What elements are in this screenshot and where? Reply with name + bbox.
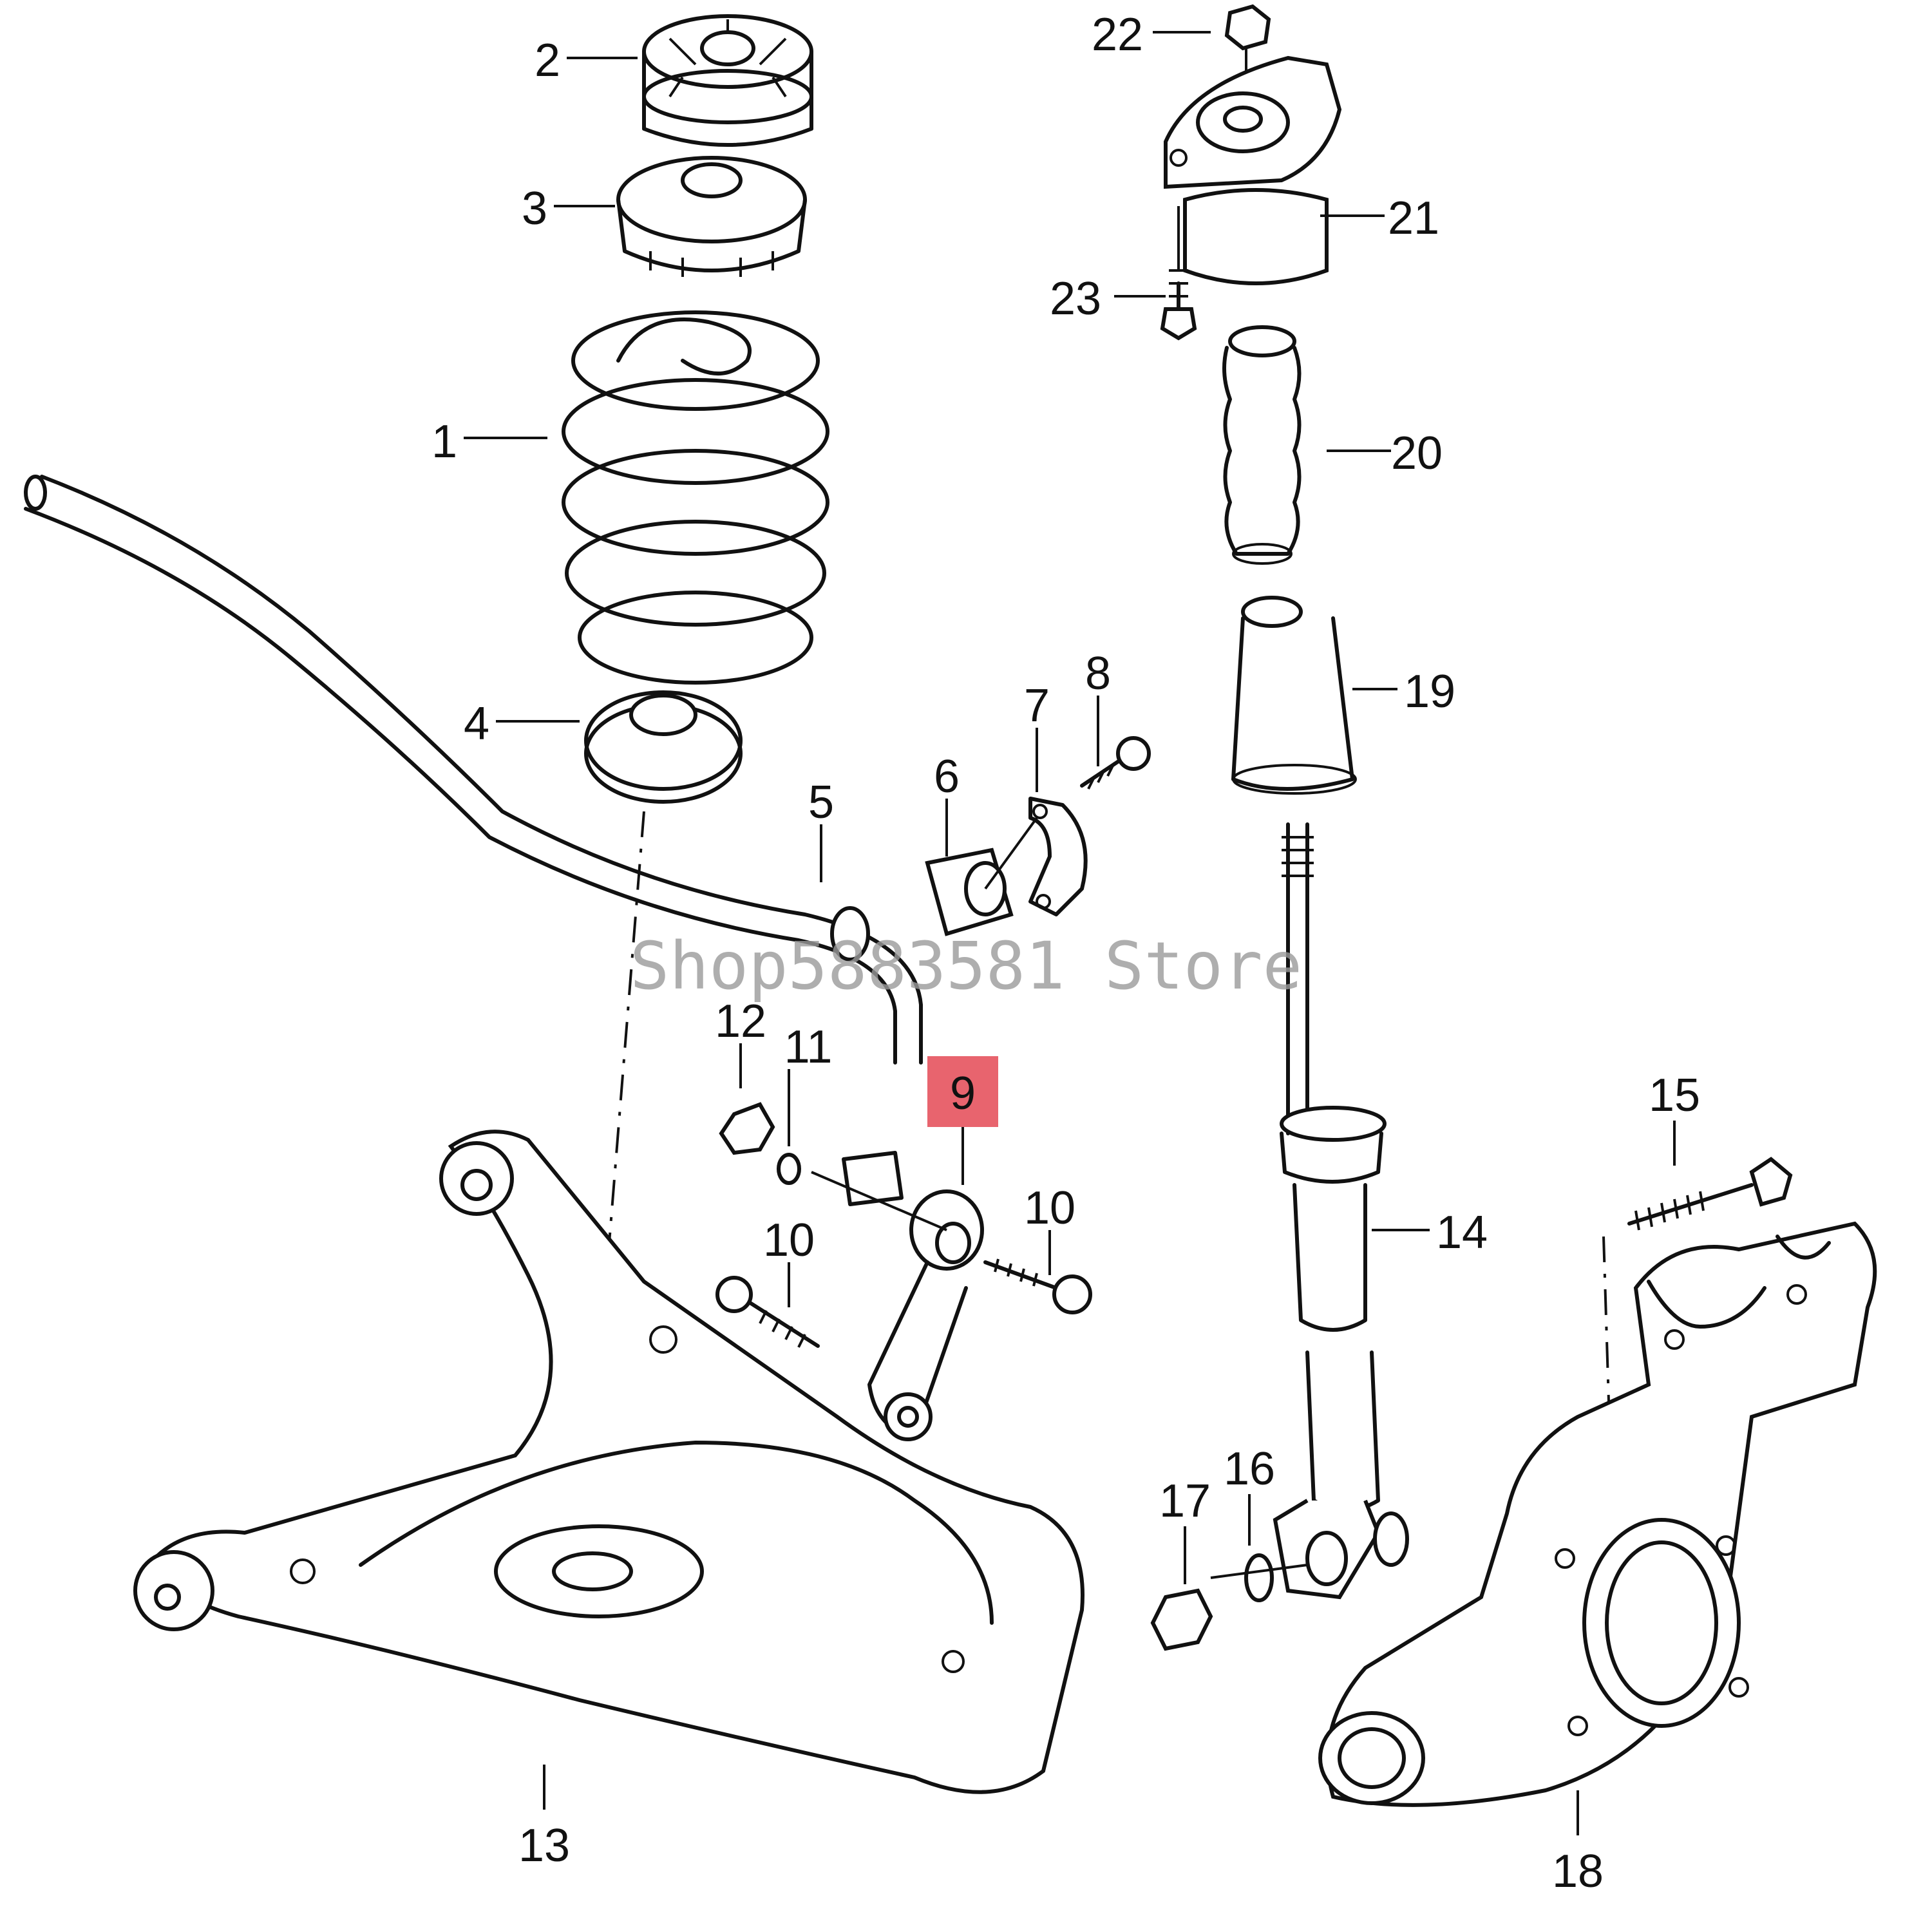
bushing-clamp	[984, 797, 1088, 916]
callout-18: 18	[1552, 1846, 1604, 1897]
callout-10-upper: 10	[1024, 1182, 1075, 1234]
callout-15: 15	[1649, 1070, 1700, 1121]
callout-20: 20	[1391, 428, 1443, 479]
callout-10-lower: 10	[763, 1215, 815, 1266]
callout-14: 14	[1436, 1207, 1488, 1258]
callout-7: 7	[1024, 680, 1050, 732]
lower-control-arm	[133, 1130, 1084, 1794]
coil-spring	[562, 310, 829, 685]
callout-19: 19	[1404, 666, 1455, 717]
spring-seat-lower	[584, 690, 743, 804]
callout-6: 6	[934, 751, 960, 802]
stabilizer-bar	[24, 475, 923, 1065]
callout-1: 1	[431, 416, 457, 468]
bump-stop	[1222, 325, 1302, 565]
callout-13: 13	[518, 1820, 570, 1871]
shock-absorber	[1273, 822, 1409, 1600]
highlight-box	[927, 1056, 998, 1127]
callout-21: 21	[1388, 193, 1439, 244]
callout-12: 12	[715, 996, 766, 1047]
stabilizer-link	[867, 1189, 984, 1441]
strut-mount	[1164, 55, 1342, 285]
link-washer-and-nut	[719, 1102, 947, 1231]
shock-lower-nut-washer	[1150, 1553, 1308, 1651]
callout-22: 22	[1092, 9, 1143, 61]
dust-boot	[1231, 596, 1357, 795]
callout-11: 11	[784, 1021, 833, 1073]
callout-16: 16	[1224, 1443, 1275, 1495]
leader-lines	[464, 31, 1676, 1835]
callout-23: 23	[1050, 273, 1101, 325]
store-watermark: Shop5883581 Store	[630, 928, 1302, 1005]
callout-4: 4	[464, 698, 489, 750]
callouts: 1 2 3 4 5 6 7 8 9 10 10 11 12 13 14 15 1…	[431, 9, 1700, 1897]
callout-3: 3	[522, 183, 547, 234]
wheel-knuckle	[1318, 1221, 1877, 1807]
clamp-bolt	[1080, 736, 1151, 790]
stabilizer-bushing	[925, 848, 1014, 936]
callout-2: 2	[535, 35, 560, 86]
callout-9: 9	[950, 1068, 976, 1119]
link-bolt-lower	[715, 1276, 820, 1348]
callout-8: 8	[1085, 648, 1111, 699]
link-bolt-upper	[983, 1258, 1092, 1314]
mount-bolt	[1160, 206, 1197, 341]
callout-5: 5	[808, 777, 834, 828]
spring-seat-top	[642, 14, 813, 147]
callout-17: 17	[1159, 1475, 1211, 1527]
spring-seat-upper-cup	[616, 156, 807, 277]
